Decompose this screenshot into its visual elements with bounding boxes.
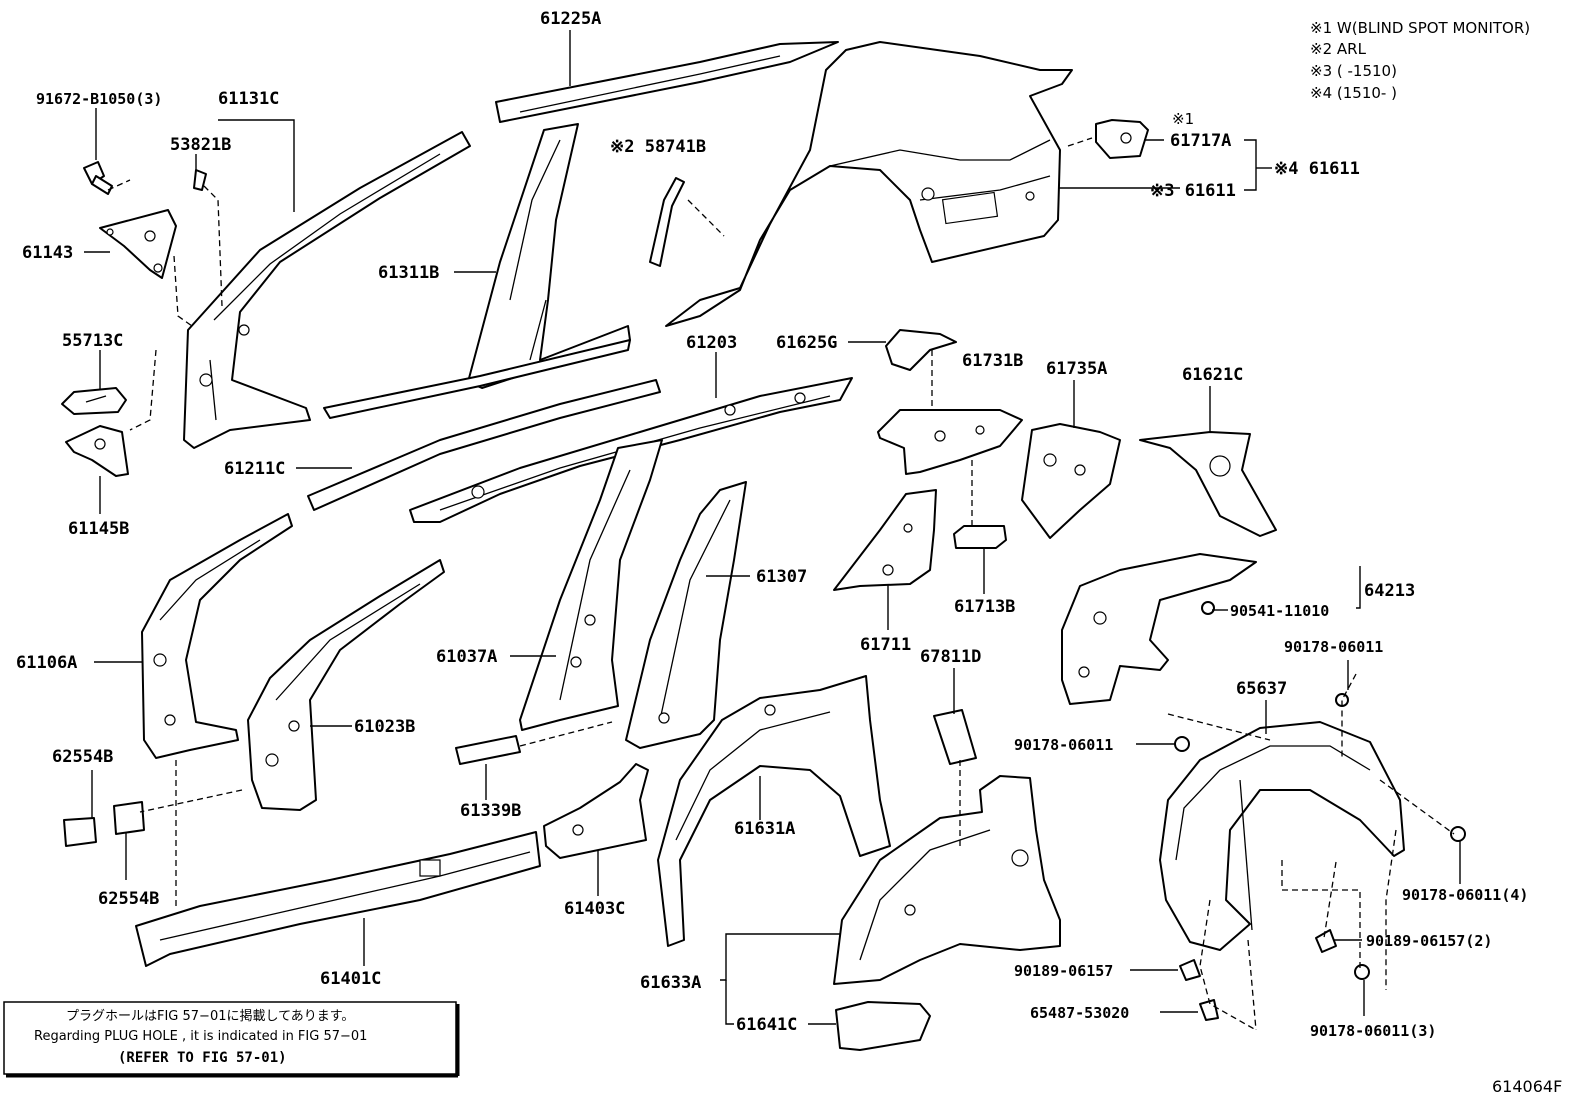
label-61225A: 61225A <box>540 9 601 29</box>
part-61633A <box>833 775 1061 985</box>
label-90178-06011-a: 90178-06011 <box>1284 638 1383 656</box>
part-61625G <box>885 329 957 371</box>
label-61339B: 61339B <box>460 801 521 821</box>
label-65637: 65637 <box>1236 679 1287 699</box>
part-61106A <box>141 513 293 759</box>
part-61339B <box>455 735 521 765</box>
figure-code: 614064F <box>1492 1077 1562 1096</box>
label-90178-06011-4: 90178-06011(4) <box>1402 886 1528 904</box>
reference-lines <box>107 137 1455 1031</box>
part-61023B <box>247 559 445 811</box>
part-62554B-1 <box>63 817 97 847</box>
label-64213: 64213 <box>1364 581 1415 601</box>
label-53821B: 53821B <box>170 135 231 155</box>
label-61131C: 61131C <box>218 89 279 109</box>
part-61641C <box>835 1001 931 1051</box>
label-61401C: 61401C <box>320 969 381 989</box>
part-61611 <box>665 41 1073 327</box>
part-61621C <box>1139 431 1277 537</box>
notice-box: プラグホールはFIG 57−01に掲載してあります。 Regarding PLU… <box>3 1001 460 1078</box>
label-65487-53020: 65487-53020 <box>1030 1004 1129 1022</box>
legend: ※1 W(BLIND SPOT MONITOR) ※2 ARL ※3 ( -15… <box>1310 19 1530 102</box>
part-65637 <box>1159 721 1405 951</box>
part-61631A <box>657 675 891 947</box>
label-90189-06157: 90189-06157 <box>1014 962 1113 980</box>
part-61403C <box>543 763 649 859</box>
part-53821B <box>193 169 207 191</box>
nut-icon <box>1174 736 1190 752</box>
screw-icon <box>1179 959 1201 981</box>
part-58741B <box>649 177 685 267</box>
label-91672-B1050: 91672-B1050(3) <box>36 90 162 108</box>
label-61106A: 61106A <box>16 653 77 673</box>
label-61711: 61711 <box>860 635 911 655</box>
clip-icon <box>1199 999 1219 1021</box>
label-61731B: 61731B <box>962 351 1023 371</box>
screw-icon <box>1315 929 1337 953</box>
label-61037A: 61037A <box>436 647 497 667</box>
nut-icon <box>1450 826 1466 842</box>
label-90541-11010: 90541-11010 <box>1230 602 1329 620</box>
notice-line-ref: (REFER TO FIG 57-01) <box>118 1050 287 1066</box>
label-61311B: 61311B <box>378 263 439 283</box>
label-90178-06011-b: 90178-06011 <box>1014 736 1113 754</box>
label-67811D: 67811D <box>920 647 981 667</box>
legend-note-1: ※1 W(BLIND SPOT MONITOR) <box>1310 19 1530 37</box>
label-62554B-2: 62554B <box>98 889 159 909</box>
part-61211C <box>307 379 661 511</box>
part-61143 <box>99 209 177 279</box>
legend-note-3: ※3 ( -1510) <box>1310 62 1397 80</box>
part-61145B <box>65 425 129 477</box>
part-61711 <box>833 489 937 591</box>
label-61143: 61143 <box>22 243 73 263</box>
label-61023B: 61023B <box>354 717 415 737</box>
part-shapes <box>61 41 1466 1051</box>
label-61307: 61307 <box>756 567 807 587</box>
part-61307 <box>625 481 747 749</box>
label-61145B: 61145B <box>68 519 129 539</box>
label-61611-variant-3: ※3 61611 <box>1150 181 1236 201</box>
label-62554B-1: 62554B <box>52 747 113 767</box>
label-61633A: 61633A <box>640 973 701 993</box>
notice-line-en: Regarding PLUG HOLE , it is indicated in… <box>34 1029 367 1044</box>
part-61225A <box>495 41 839 123</box>
label-mark-1: ※1 <box>1172 110 1194 128</box>
part-55713C <box>61 387 127 415</box>
nut-icon <box>1354 964 1370 980</box>
label-61641C: 61641C <box>736 1015 797 1035</box>
legend-note-2: ※2 ARL <box>1310 40 1367 58</box>
part-labels: 61225A 91672-B1050(3) 61131C 53821B ※2 5… <box>16 9 1528 1040</box>
leader-lines <box>84 30 1461 1025</box>
label-61717A: 61717A <box>1170 131 1231 151</box>
label-61631A: 61631A <box>734 819 795 839</box>
label-90189-06157-2: 90189-06157(2) <box>1366 932 1492 950</box>
part-61131C <box>183 131 471 449</box>
legend-note-4: ※4 (1510- ) <box>1310 84 1397 102</box>
part-61713B <box>953 525 1007 549</box>
part-61731B <box>877 409 1023 475</box>
label-90178-06011-3: 90178-06011(3) <box>1310 1022 1436 1040</box>
clip-icon <box>1201 601 1215 615</box>
bolt-icon <box>83 161 113 195</box>
label-61713B: 61713B <box>954 597 1015 617</box>
label-61403C: 61403C <box>564 899 625 919</box>
part-67811D <box>933 709 977 765</box>
part-61037A <box>519 439 663 731</box>
label-61211C: 61211C <box>224 459 285 479</box>
label-58741B: ※2 58741B <box>610 137 706 157</box>
part-64213 <box>1061 553 1257 705</box>
label-55713C: 55713C <box>62 331 123 351</box>
label-61735A: 61735A <box>1046 359 1107 379</box>
label-61611-variant-4: ※4 61611 <box>1274 159 1360 179</box>
label-61625G: 61625G <box>776 333 837 353</box>
part-62554B-2 <box>113 801 145 835</box>
label-61203: 61203 <box>686 333 737 353</box>
label-61621C: 61621C <box>1182 365 1243 385</box>
notice-line-jp: プラグホールはFIG 57−01に掲載してあります。 <box>66 1008 354 1024</box>
part-61735A <box>1021 423 1121 539</box>
